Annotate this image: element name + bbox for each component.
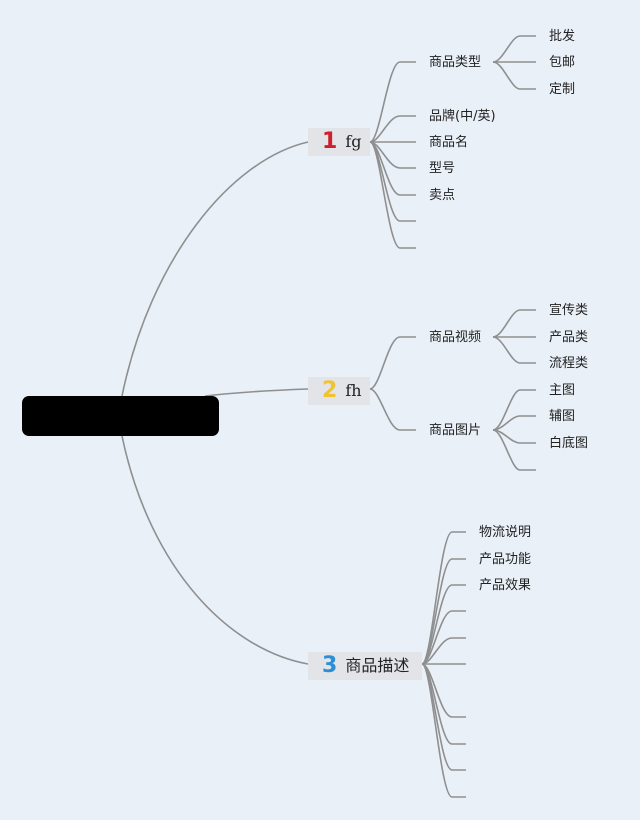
node-product-type[interactable]: 商品类型 xyxy=(429,55,482,70)
node-function[interactable]: 产品功能 xyxy=(479,552,532,567)
node-white-bg-image[interactable]: 白底图 xyxy=(549,436,589,451)
branch-number-1: 1 xyxy=(322,129,338,154)
branch-topic-1[interactable]: 1 fg xyxy=(308,128,370,156)
edge-image-grandchild-1 xyxy=(492,415,536,431)
edge-b1-child-0 xyxy=(369,61,416,143)
edge-video-grandchild-2 xyxy=(492,336,536,364)
node-free-shipping[interactable]: 包邮 xyxy=(549,55,576,70)
node-logistics[interactable]: 物流说明 xyxy=(479,525,532,540)
edge-b1-child-5 xyxy=(369,141,416,222)
node-main-image[interactable]: 主图 xyxy=(549,383,576,398)
node-brand[interactable]: 品牌(中/英) xyxy=(429,109,496,124)
node-product-video-type[interactable]: 产品类 xyxy=(549,330,589,345)
node-promo-video[interactable]: 宣传类 xyxy=(549,303,589,318)
branch-topic-3[interactable]: 3 商品描述 xyxy=(308,652,422,680)
node-effect[interactable]: 产品效果 xyxy=(479,578,532,593)
branch-number-2: 2 xyxy=(322,378,338,403)
edge-video-grandchild-0 xyxy=(492,309,536,338)
root-topic-redacted[interactable] xyxy=(22,396,219,436)
edge-root-branch-3 xyxy=(121,435,309,665)
branch-number-3: 3 xyxy=(322,653,338,678)
node-custom[interactable]: 定制 xyxy=(549,82,576,97)
node-model[interactable]: 型号 xyxy=(429,161,456,176)
edge-type-grandchild-2 xyxy=(492,61,536,90)
branch-label-3: 商品描述 xyxy=(345,656,410,675)
node-product-images[interactable]: 商品图片 xyxy=(429,423,482,438)
edge-b3-child-2 xyxy=(421,584,466,665)
branch-topic-2[interactable]: 2 fh xyxy=(308,377,370,405)
node-aux-image[interactable]: 辅图 xyxy=(549,409,576,424)
node-product-name[interactable]: 商品名 xyxy=(429,135,469,150)
branch-label-1: fg xyxy=(345,132,362,151)
edge-root-branch-1 xyxy=(121,141,309,397)
edge-b3-child-9 xyxy=(421,663,466,798)
edge-image-grandchild-0 xyxy=(492,389,536,431)
node-selling-point[interactable]: 卖点 xyxy=(429,188,456,203)
node-product-video[interactable]: 商品视频 xyxy=(429,330,482,345)
edge-type-grandchild-0 xyxy=(492,35,536,63)
node-wholesale[interactable]: 批发 xyxy=(549,29,576,44)
branch-label-2: fh xyxy=(345,381,362,400)
edge-b3-child-4 xyxy=(421,637,466,665)
edge-root-branch-2 xyxy=(204,388,309,397)
edge-b3-child-6 xyxy=(421,663,466,718)
node-process-video[interactable]: 流程类 xyxy=(549,356,589,371)
edge-b1-child-1 xyxy=(369,115,416,143)
edge-b2-child-1 xyxy=(369,388,416,431)
edge-image-grandchild-3 xyxy=(492,429,536,471)
edge-b1-child-6 xyxy=(369,141,416,249)
edge-b2-child-0 xyxy=(369,336,416,390)
